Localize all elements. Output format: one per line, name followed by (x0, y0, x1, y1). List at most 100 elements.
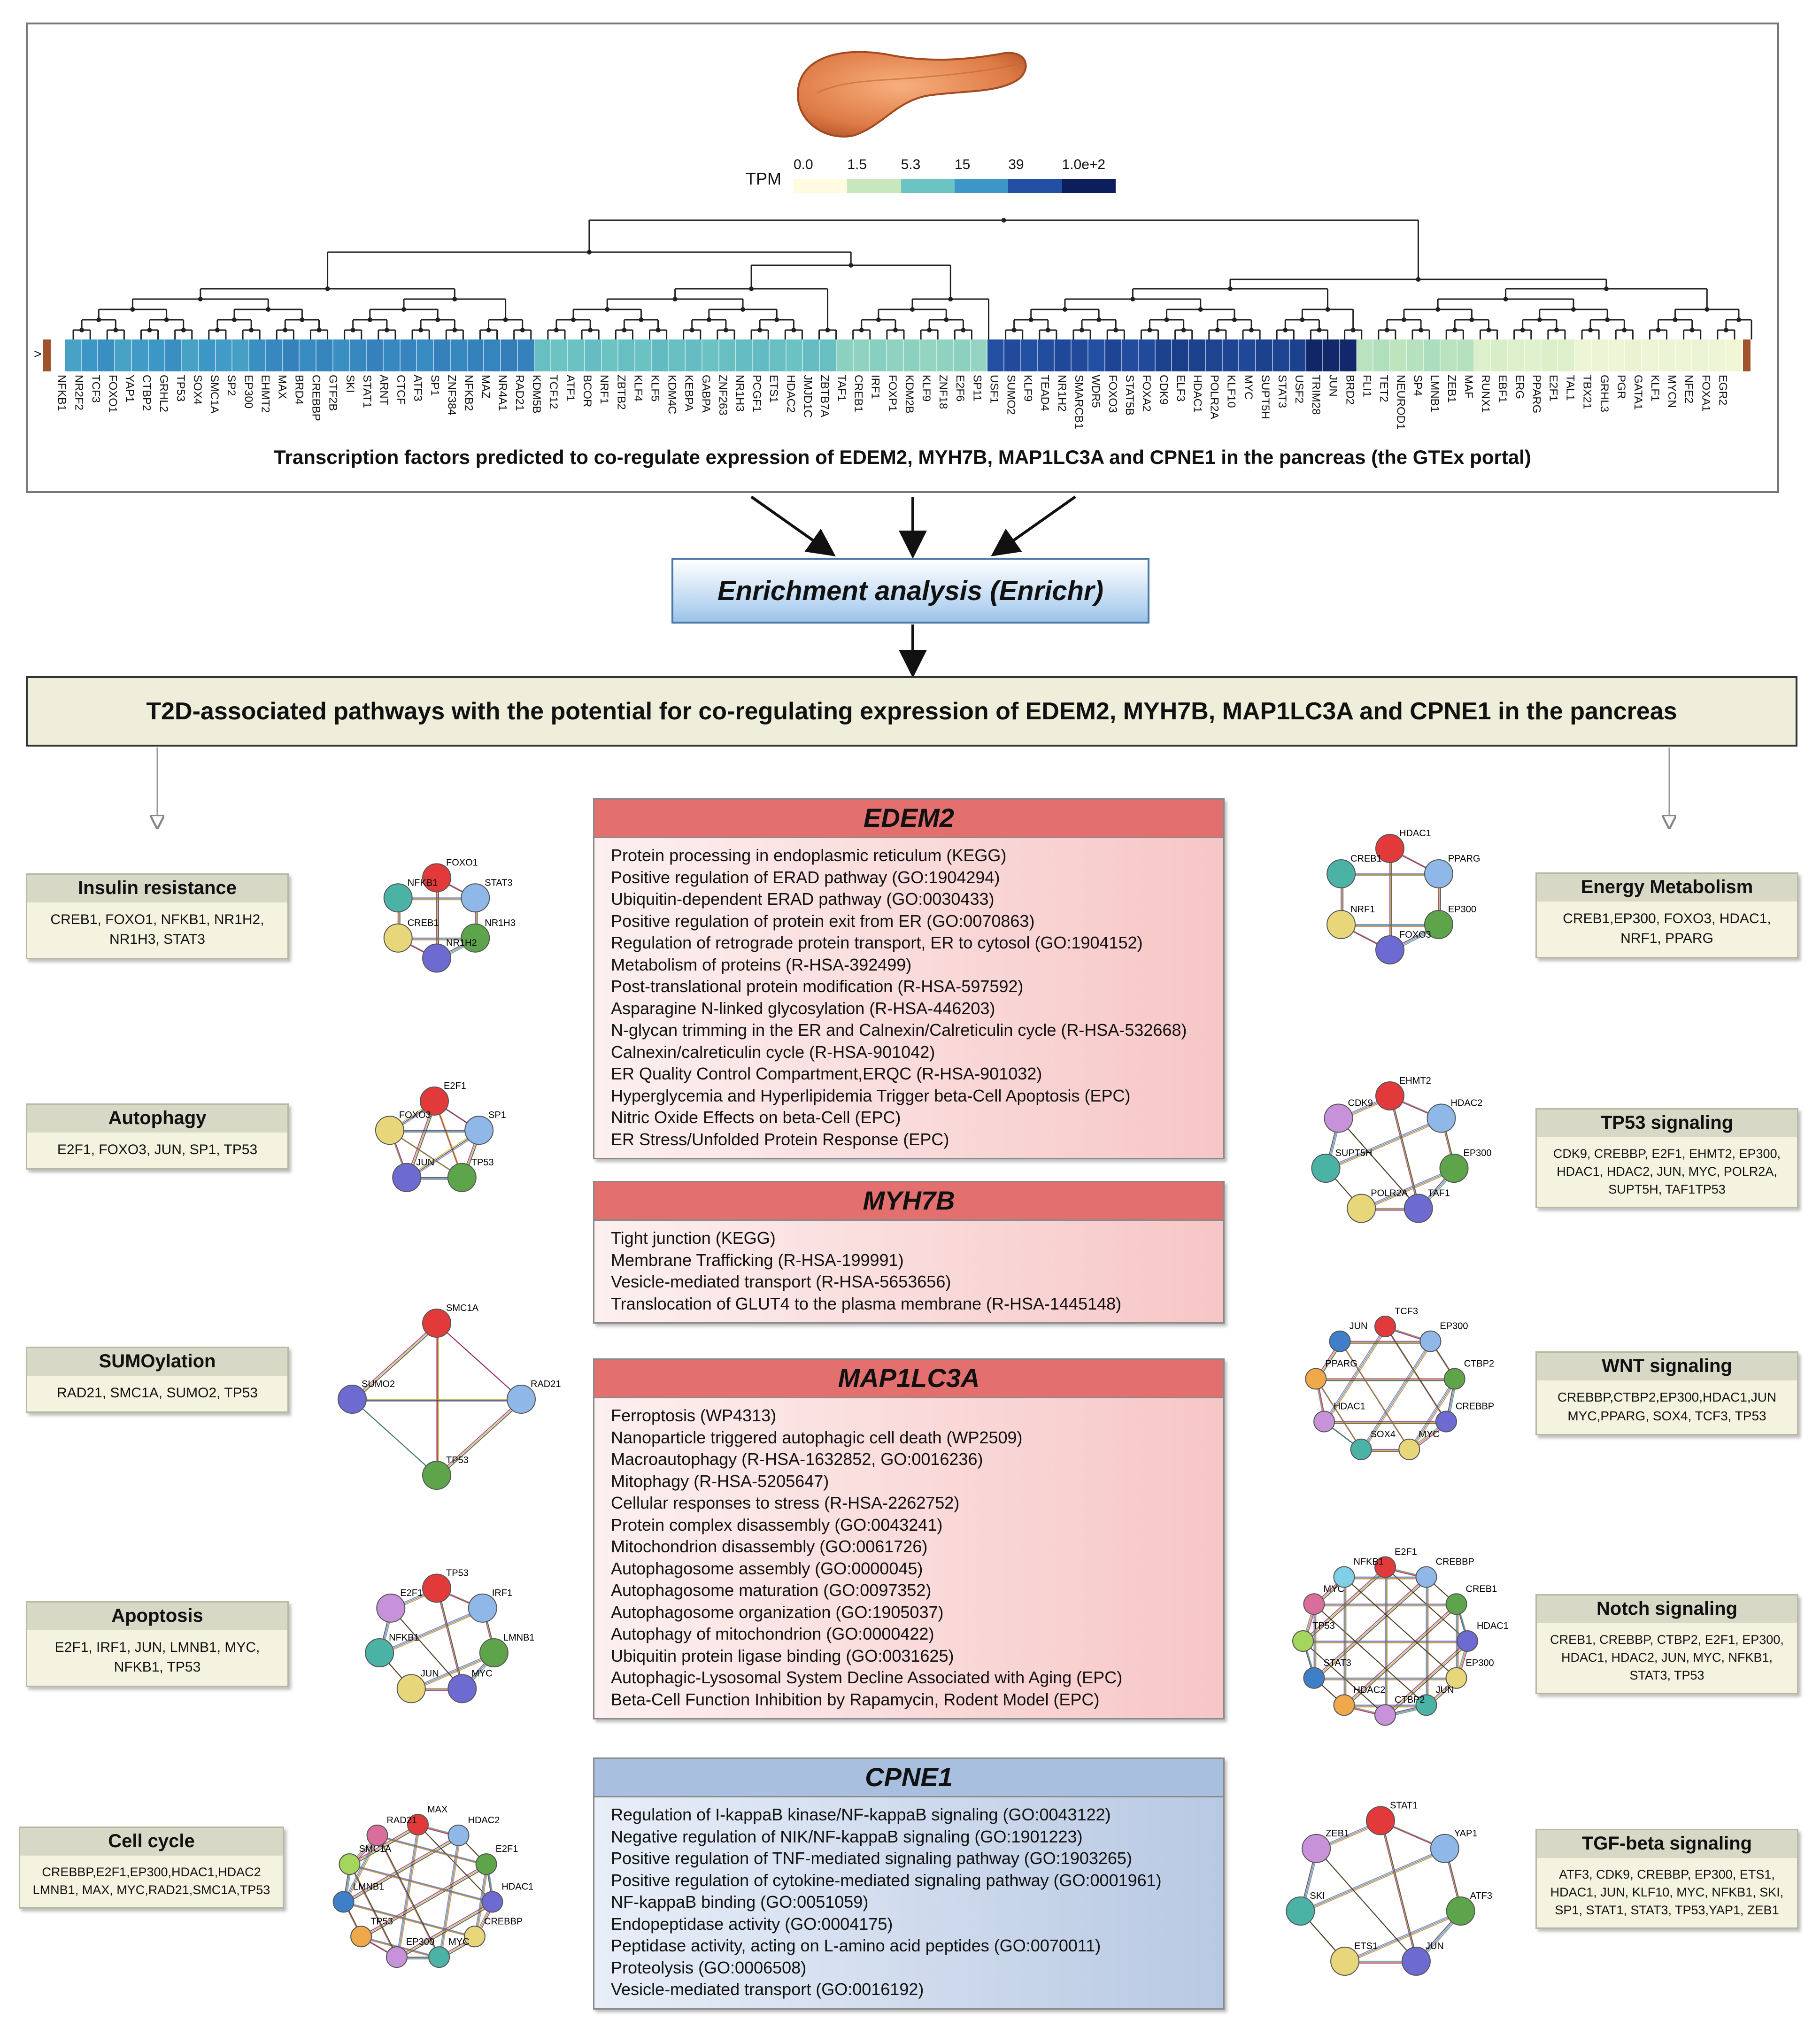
network-node[interactable] (1366, 1806, 1395, 1835)
heatmap-cell[interactable] (383, 339, 401, 371)
network-node[interactable] (332, 1891, 355, 1913)
heatmap-cell[interactable] (367, 339, 384, 371)
network-node[interactable] (1415, 1566, 1437, 1588)
network-node[interactable] (447, 1163, 477, 1192)
network-node[interactable] (1427, 1103, 1456, 1133)
heatmap-cell[interactable] (669, 339, 686, 371)
heatmap-cell[interactable] (853, 339, 871, 371)
heatmap-cell[interactable] (400, 339, 417, 371)
heatmap-cell[interactable] (501, 339, 518, 371)
network-node[interactable] (1435, 1410, 1457, 1433)
network-node[interactable] (428, 1946, 450, 1968)
heatmap-cell[interactable] (971, 339, 988, 371)
network-node[interactable] (1424, 859, 1453, 888)
heatmap-cell[interactable] (1457, 339, 1474, 371)
heatmap-cell[interactable] (266, 339, 283, 371)
network-node[interactable] (468, 1593, 497, 1623)
heatmap-cell[interactable] (686, 339, 702, 371)
network-node[interactable] (1326, 910, 1356, 939)
network-node[interactable] (1303, 1593, 1325, 1615)
heatmap-cell[interactable] (1390, 339, 1407, 371)
network-node[interactable] (1439, 1154, 1469, 1183)
network-node[interactable] (461, 923, 490, 953)
heatmap-cell[interactable] (131, 339, 149, 371)
heatmap-cell[interactable] (1205, 339, 1223, 371)
heatmap-cell[interactable] (1072, 339, 1088, 371)
heatmap-cell[interactable] (1491, 339, 1508, 371)
heatmap-cell[interactable] (182, 339, 199, 371)
heatmap-cell[interactable] (249, 339, 266, 371)
heatmap-cell[interactable] (350, 339, 367, 371)
network-node[interactable] (422, 1573, 451, 1603)
network-node[interactable] (407, 1814, 429, 1835)
heatmap-cell[interactable] (1306, 339, 1324, 371)
network-node[interactable] (1445, 1667, 1467, 1689)
heatmap-cell[interactable] (1105, 339, 1122, 371)
network-node[interactable] (1375, 834, 1404, 863)
network-node[interactable] (507, 1385, 536, 1414)
heatmap-cell[interactable] (1038, 339, 1055, 371)
network-node[interactable] (1430, 1834, 1459, 1863)
network-node[interactable] (1347, 1194, 1376, 1223)
network-node[interactable] (1324, 1103, 1353, 1133)
network-node[interactable] (350, 1926, 372, 1948)
heatmap-cell[interactable] (98, 339, 116, 371)
network-node[interactable] (1424, 910, 1453, 939)
heatmap-cell[interactable] (216, 339, 233, 371)
network-node[interactable] (1374, 1556, 1396, 1578)
heatmap-cell[interactable] (753, 339, 770, 371)
heatmap-cell[interactable] (618, 339, 635, 371)
network-node[interactable] (1419, 1330, 1442, 1352)
network-node[interactable] (1443, 1368, 1465, 1390)
heatmap-cell[interactable] (165, 339, 183, 371)
network-node[interactable] (1457, 1630, 1478, 1652)
network-node[interactable] (1326, 859, 1356, 888)
heatmap-cell[interactable] (1122, 339, 1139, 371)
heatmap-cell[interactable] (1424, 339, 1441, 371)
heatmap-cell[interactable] (434, 339, 451, 371)
heatmap-cell[interactable] (870, 339, 887, 371)
heatmap-cell[interactable] (1709, 339, 1726, 371)
network-node[interactable] (1401, 1946, 1431, 1976)
network-node[interactable] (339, 1853, 361, 1875)
heatmap-cell[interactable] (1088, 339, 1105, 371)
heatmap-cell[interactable] (534, 339, 552, 371)
network-node[interactable] (1305, 1368, 1327, 1390)
heatmap-cell[interactable] (602, 339, 619, 371)
network-node[interactable] (422, 1461, 451, 1490)
heatmap-cell[interactable] (1323, 339, 1340, 371)
network-node[interactable] (396, 1674, 426, 1703)
heatmap-cell[interactable] (1541, 339, 1558, 371)
network-node[interactable] (463, 1926, 486, 1948)
heatmap-cell[interactable] (1575, 339, 1592, 371)
network-node[interactable] (481, 1891, 503, 1913)
heatmap-cell[interactable] (1021, 339, 1038, 371)
heatmap-cell[interactable] (1373, 339, 1391, 371)
network-node[interactable] (461, 883, 490, 913)
network-node[interactable] (375, 1116, 404, 1145)
heatmap-cell[interactable] (1239, 339, 1257, 371)
network-node[interactable] (422, 863, 451, 893)
network-node[interactable] (447, 1824, 470, 1846)
heatmap-cell[interactable] (115, 339, 132, 371)
heatmap-cell[interactable] (702, 339, 719, 371)
network-node[interactable] (420, 1087, 449, 1116)
heatmap-cell[interactable] (954, 339, 971, 371)
heatmap-cell[interactable] (1340, 339, 1357, 371)
expand-marker[interactable]: > (34, 347, 42, 361)
network-node[interactable] (1286, 1896, 1315, 1926)
network-node[interactable] (338, 1385, 367, 1414)
network-node[interactable] (1302, 1834, 1331, 1863)
heatmap-cell[interactable] (820, 339, 837, 371)
heatmap-cell[interactable] (467, 339, 485, 371)
network-node[interactable] (383, 923, 413, 953)
heatmap-cell[interactable] (283, 339, 300, 371)
heatmap-cell[interactable] (652, 339, 669, 371)
heatmap-cell[interactable] (1139, 339, 1156, 371)
network-node[interactable] (1415, 1694, 1437, 1716)
heatmap-cell[interactable] (1726, 339, 1743, 371)
heatmap-cell[interactable] (316, 339, 333, 371)
network-node[interactable] (392, 1163, 422, 1192)
heatmap-cell[interactable] (484, 339, 501, 371)
heatmap-cell[interactable] (517, 339, 535, 371)
